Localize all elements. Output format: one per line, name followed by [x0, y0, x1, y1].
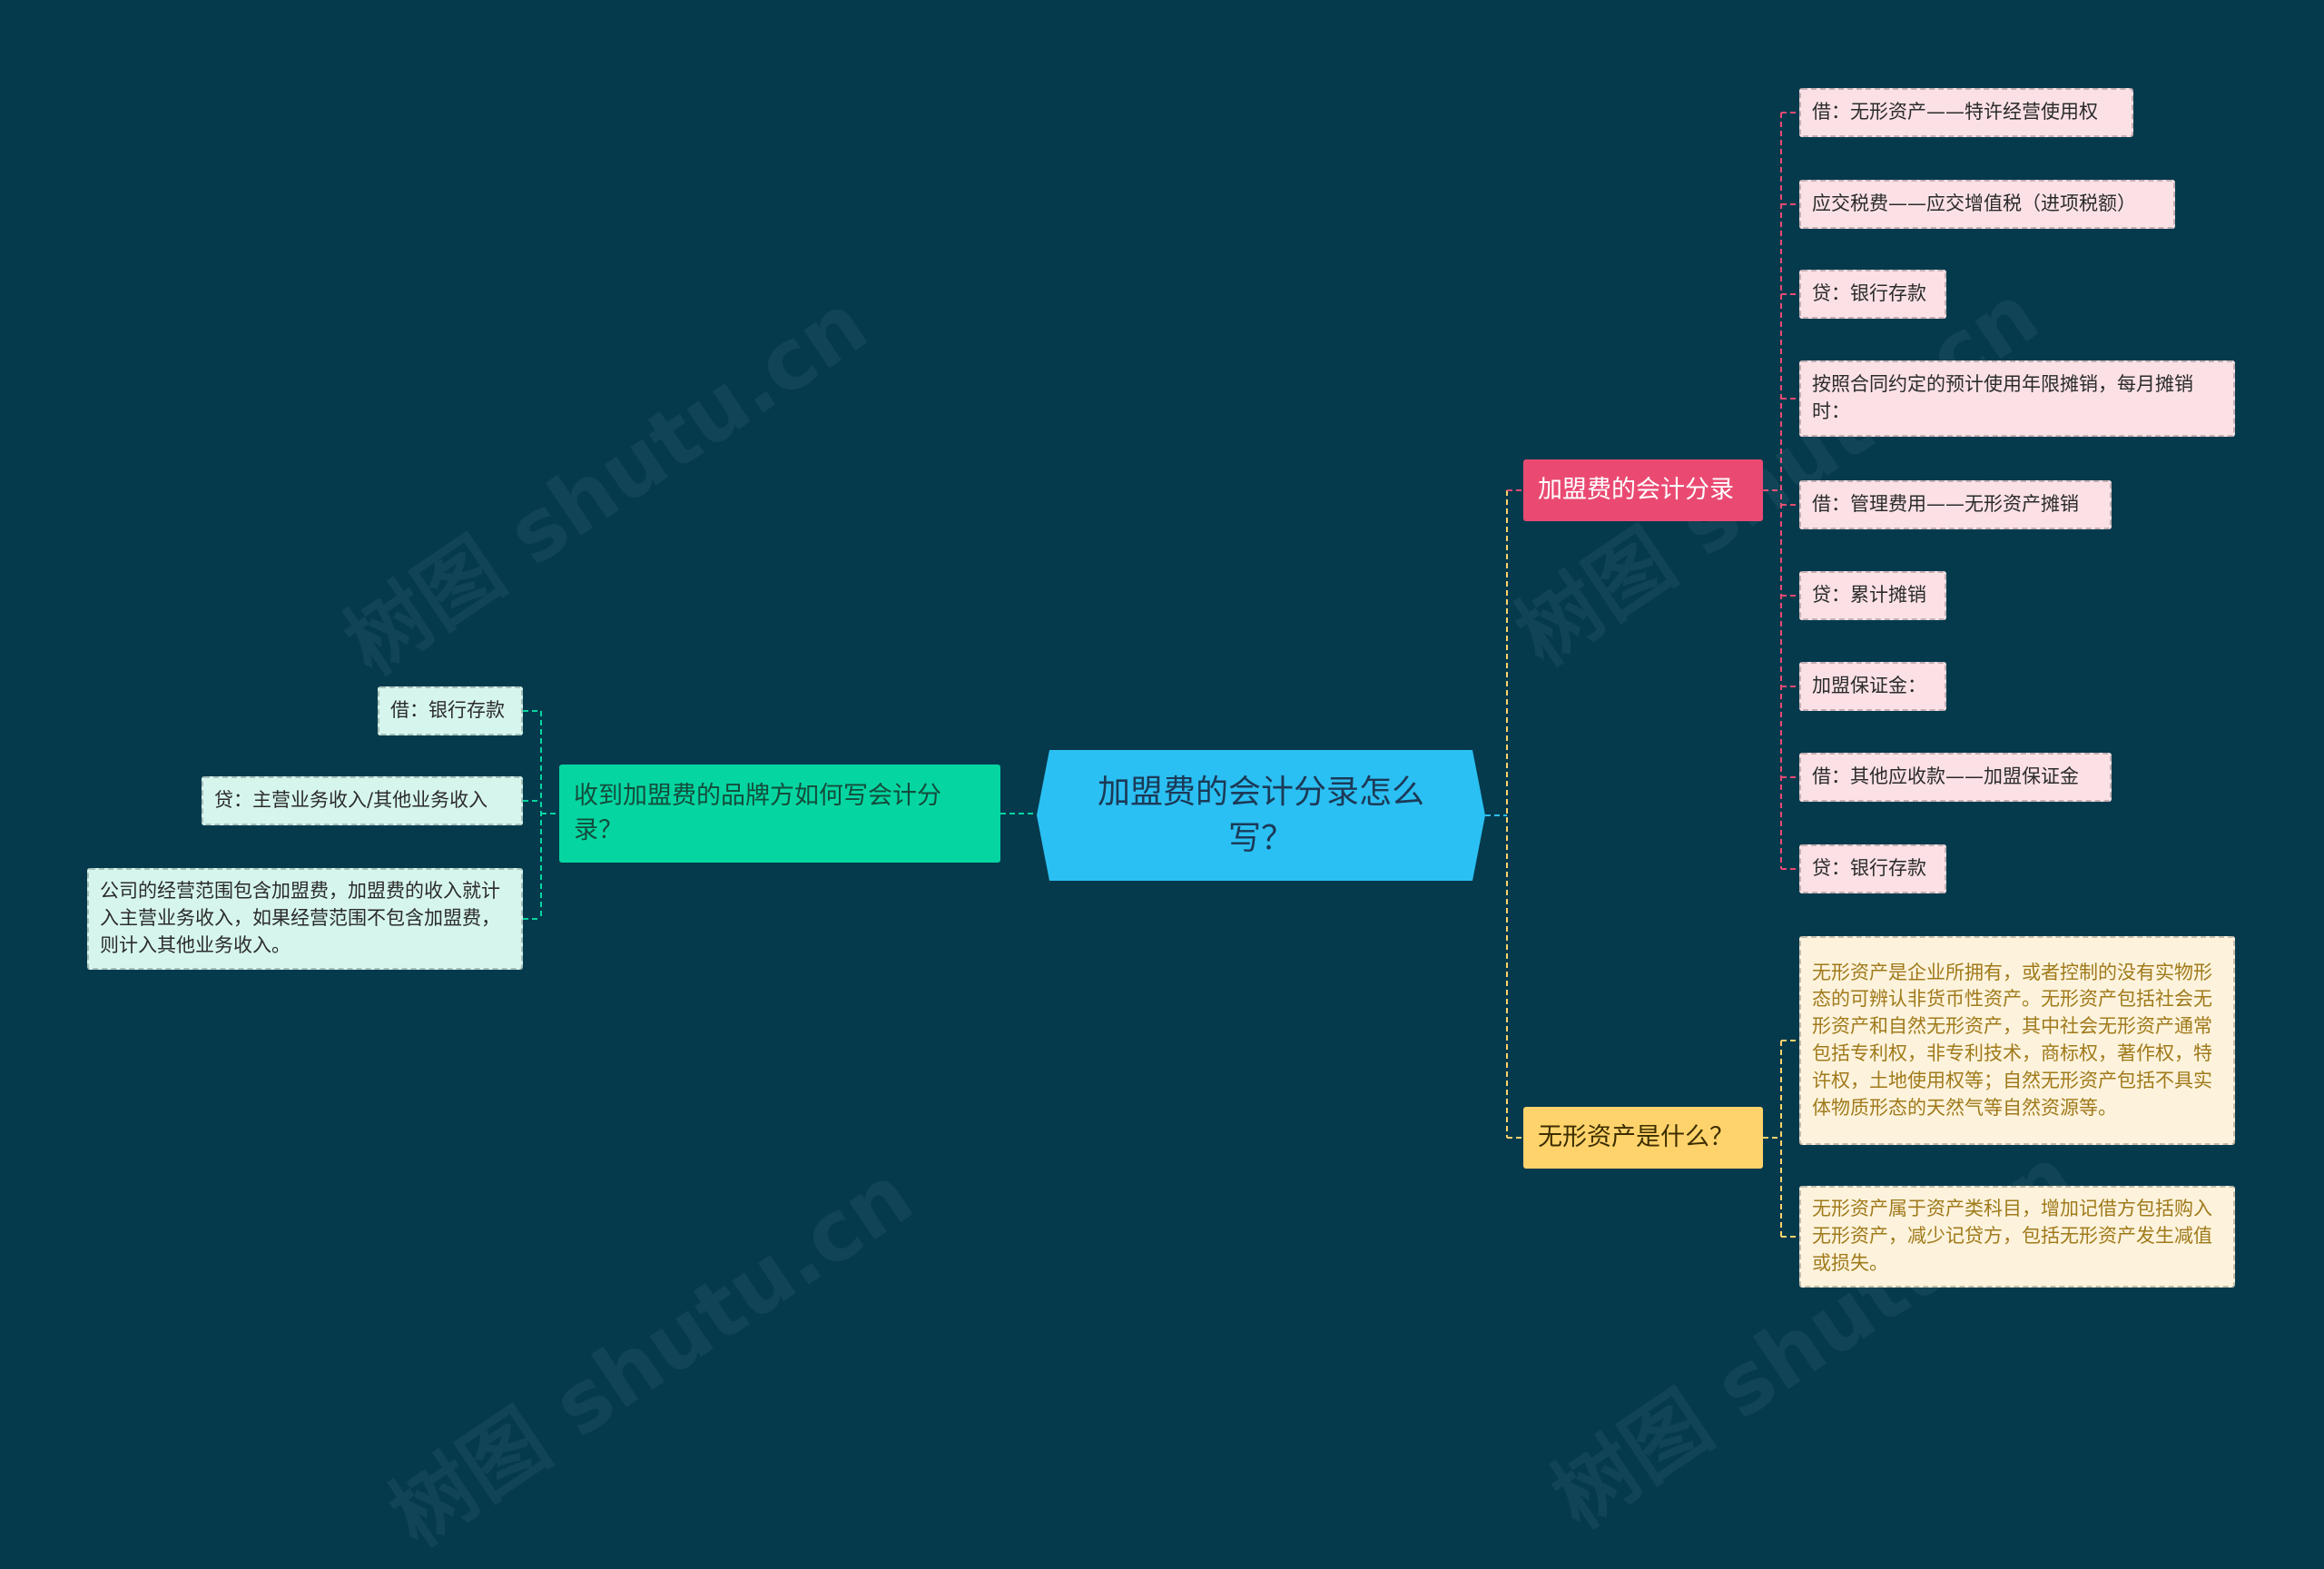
leaf-intangible-1[interactable]: 无形资产是企业所拥有，或者控制的没有实物形态的可辨认非货币性资产。无形资产包括社…: [1799, 936, 2235, 1145]
leaf-entry-8[interactable]: 借：其他应收款——加盟保证金: [1799, 753, 2112, 802]
leaf-entry-6[interactable]: 贷：累计摊销: [1799, 571, 1946, 620]
connector-lines: [523, 112, 1799, 1238]
leaf-entry-1[interactable]: 借：无形资产——特许经营使用权: [1799, 88, 2133, 137]
leaf-entry-7[interactable]: 加盟保证金：: [1799, 662, 1946, 711]
branch-accounting-entries[interactable]: 加盟费的会计分录: [1523, 459, 1763, 521]
mindmap-canvas: 树图 shutu.cn 树图 shutu.cn 树图 shutu.cn 树图 s…: [87, 88, 2235, 1565]
root-topic[interactable]: 加盟费的会计分录怎么写？: [1037, 750, 1485, 881]
branch-brand-entries[interactable]: 收到加盟费的品牌方如何写会计分录？: [559, 765, 1000, 863]
leaf-intangible-2[interactable]: 无形资产属于资产类科目，增加记借方包括购入无形资产，减少记贷方，包括无形资产发生…: [1799, 1186, 2235, 1288]
leaf-entry-3[interactable]: 贷：银行存款: [1799, 270, 1946, 319]
leaf-entry-5[interactable]: 借：管理费用——无形资产摊销: [1799, 480, 2112, 529]
branch-intangible-assets[interactable]: 无形资产是什么？: [1523, 1107, 1763, 1169]
leaf-entry-2[interactable]: 应交税费——应交增值税（进项税额）: [1799, 180, 2175, 229]
leaf-entry-9[interactable]: 贷：银行存款: [1799, 844, 1946, 893]
leaf-brand-2[interactable]: 贷：主营业务收入/其他业务收入: [202, 776, 523, 825]
leaf-brand-1[interactable]: 借：银行存款: [378, 686, 523, 735]
leaf-brand-3[interactable]: 公司的经营范围包含加盟费，加盟费的收入就计入主营业务收入，如果经营范围不包含加盟…: [87, 868, 523, 970]
leaf-entry-4[interactable]: 按照合同约定的预计使用年限摊销，每月摊销时：: [1799, 360, 2235, 437]
